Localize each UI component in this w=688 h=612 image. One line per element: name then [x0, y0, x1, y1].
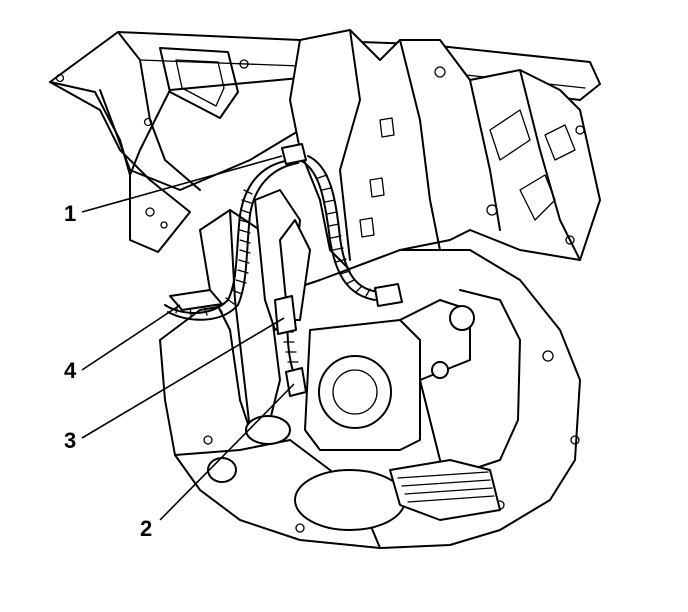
booster-housing	[304, 299, 475, 451]
leader-line-2	[159, 383, 295, 521]
right-bracket	[289, 29, 601, 271]
brake-pedal-arm	[199, 189, 311, 445]
callout-1: 1	[64, 201, 76, 226]
brake-switch-connector	[274, 295, 307, 397]
leader-line-1	[81, 155, 283, 213]
leader-line-3	[81, 317, 285, 439]
pedal-pad	[389, 379, 501, 521]
leader-line-4	[81, 304, 181, 371]
leader-lines	[81, 155, 295, 521]
wiring-harness	[164, 143, 403, 381]
callout-4: 4	[64, 358, 77, 383]
callout-2: 2	[140, 516, 152, 541]
callout-3: 3	[64, 428, 76, 453]
harness-clip	[169, 289, 223, 311]
